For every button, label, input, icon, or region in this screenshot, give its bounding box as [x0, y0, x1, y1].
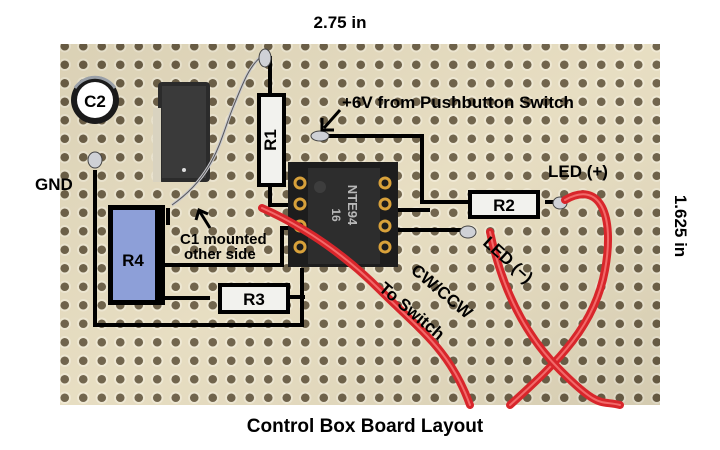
height-dimension: 1.625 in [671, 195, 690, 257]
regulator-component [153, 82, 210, 182]
ic-pins [293, 176, 392, 254]
ic-chip: NTE94 16 [288, 162, 398, 267]
width-dimension: 2.75 in [314, 13, 367, 32]
led-plus-label: LED (+) [548, 162, 608, 181]
power-label: +6V from Pushbutton Switch [342, 93, 574, 112]
gnd-label: GND [35, 175, 73, 194]
arrows [194, 109, 342, 229]
r1-label: R1 [261, 129, 280, 151]
figure-caption: Control Box Board Layout [247, 416, 484, 437]
c2-label: C2 [84, 92, 106, 111]
ic-marking-date: 16 [329, 208, 343, 222]
power-arrow-icon [322, 109, 342, 129]
c1-note-line1: C1 mounted [180, 231, 267, 248]
solder-joints [87, 48, 568, 239]
r4-label: R4 [122, 251, 144, 270]
red-wires [258, 190, 624, 409]
c1-note-line2: other side [184, 246, 256, 263]
resistor-r1: R1 [257, 93, 286, 187]
r3-label: R3 [243, 290, 265, 309]
ic-marking: NTE94 [345, 185, 360, 226]
potentiometer-r4: R4 [108, 205, 165, 305]
capacitor-c2: C2 [71, 75, 119, 124]
c1-arrow-icon [198, 211, 212, 229]
resistor-r2: R2 [468, 190, 540, 219]
resistor-r3: R3 [218, 283, 290, 314]
r2-label: R2 [493, 196, 515, 215]
